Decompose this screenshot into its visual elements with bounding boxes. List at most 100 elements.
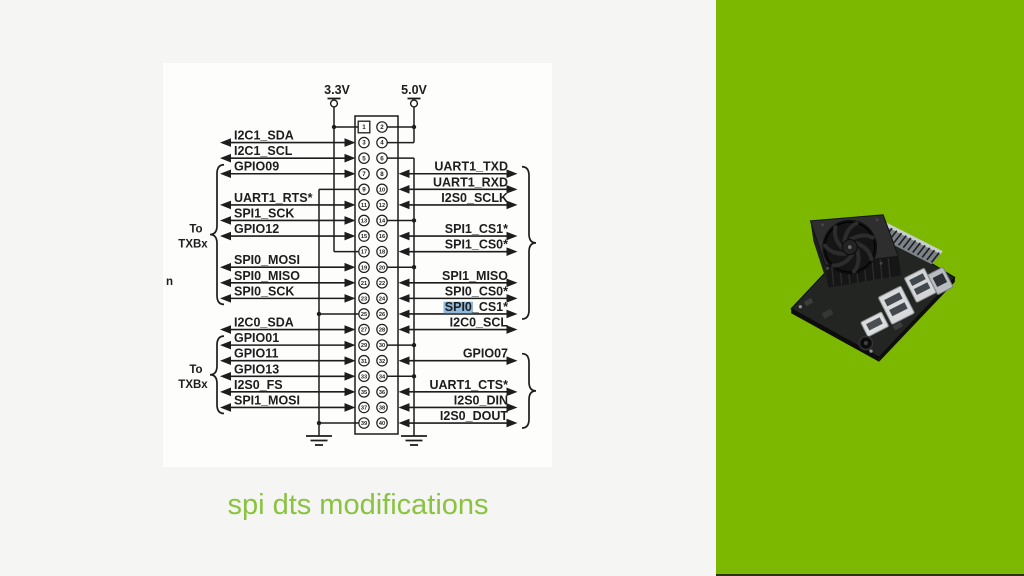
signal-label-left: I2S0_FS	[234, 378, 283, 392]
pin-number: 7	[362, 171, 366, 178]
jetson-board-photo	[790, 214, 956, 362]
brace-label: To	[189, 224, 202, 236]
pin-number: 18	[379, 250, 385, 256]
pin-number: 22	[379, 281, 385, 287]
arrowhead	[220, 262, 231, 272]
fan-blade	[832, 224, 844, 250]
pin-number: 8	[380, 171, 384, 178]
junction-dot	[411, 374, 417, 379]
pin-number: 37	[361, 406, 367, 412]
mounting-hole	[869, 349, 873, 353]
arrowhead	[506, 169, 518, 179]
pin-number: 14	[379, 219, 386, 225]
pin-circle	[376, 199, 388, 211]
arrowhead	[506, 185, 518, 194]
power-label-3v3: 3.3V	[324, 83, 350, 97]
pin-circle	[376, 136, 388, 149]
header-pin	[921, 247, 931, 258]
arrowhead	[220, 200, 231, 210]
pin-number: 5	[362, 155, 366, 162]
pin-circle	[358, 386, 370, 398]
pin-number: 24	[379, 296, 386, 302]
junction-dot	[316, 311, 322, 317]
arrowhead	[220, 356, 231, 365]
arrowhead	[398, 200, 410, 210]
signal-label-right: I2S0_DOUT	[440, 409, 508, 423]
fan-blade	[831, 252, 854, 268]
green-sidebar-panel	[716, 0, 1024, 576]
brace	[521, 352, 537, 429]
pin-circle	[376, 339, 388, 351]
header-pin	[926, 249, 936, 261]
arrowhead	[398, 247, 410, 256]
fan-blade	[842, 221, 859, 244]
signal-label-left: SPI0_MOSI	[234, 253, 300, 267]
usb-port-stack	[878, 285, 915, 325]
pin-circle	[376, 183, 388, 196]
fan-screw	[821, 223, 825, 227]
pin-circle	[358, 183, 370, 196]
pin-number: 26	[379, 312, 385, 318]
pin-number: 3	[362, 140, 366, 147]
pin-circle	[376, 261, 388, 274]
arrowhead	[506, 231, 518, 241]
arrowhead	[506, 247, 518, 256]
brace	[209, 335, 225, 415]
arrowhead	[220, 387, 231, 397]
signal-label-left: GPIO09	[234, 160, 279, 174]
slide-title: spi dts modifications	[227, 489, 489, 521]
pin-number: 38	[379, 406, 385, 412]
power-label-5v0: 5.0V	[401, 83, 427, 97]
signal-label-left: GPIO01	[234, 331, 279, 345]
pcb-side	[791, 308, 880, 362]
signal-label-left: SPI0_SCK	[234, 284, 294, 298]
arrowhead	[506, 325, 518, 334]
pin-number: 35	[361, 390, 367, 396]
pin-number: 39	[361, 421, 367, 427]
arrowhead	[506, 403, 518, 412]
arrowhead	[344, 169, 356, 179]
pin-circle	[358, 261, 370, 274]
pin-number: 2	[380, 124, 384, 131]
pcb-component	[821, 308, 834, 319]
arrowhead	[344, 216, 356, 225]
fan-screw	[879, 261, 883, 265]
arrowhead	[344, 325, 356, 334]
fan-screw	[875, 218, 879, 222]
pin-number: 25	[361, 312, 367, 318]
pin-number: 13	[361, 219, 367, 225]
arrowhead	[220, 340, 231, 350]
stray-cropped-text: n	[166, 276, 173, 288]
text-selection-highlight	[443, 301, 473, 314]
pin-number: 12	[379, 203, 385, 209]
pin-number: 33	[361, 374, 367, 380]
pin-number: 30	[379, 343, 385, 349]
pin-number: 29	[361, 343, 367, 349]
arrowhead	[398, 185, 410, 194]
pin-circle	[376, 245, 388, 258]
arrowhead	[220, 278, 231, 288]
arrowhead	[398, 325, 410, 334]
arrowhead	[344, 371, 356, 381]
arrowhead	[220, 138, 231, 147]
arrowhead	[506, 278, 518, 288]
arrowhead	[398, 231, 410, 241]
signal-label-right: SPI0_CS1*	[445, 300, 508, 314]
pin-circle	[358, 401, 370, 414]
brace	[209, 163, 225, 306]
pcb-component	[892, 321, 904, 331]
arrowhead	[398, 309, 410, 319]
pin-circle	[376, 121, 388, 133]
pin-circle	[376, 386, 388, 398]
pin-circle	[376, 152, 388, 164]
signal-label-left: SPI0_MISO	[234, 269, 300, 283]
signal-label-right: SPI1_CS1*	[445, 222, 508, 236]
arrowhead	[344, 231, 356, 241]
arrowhead	[344, 262, 356, 272]
arrowhead	[398, 403, 410, 412]
pin-number: 6	[380, 155, 384, 162]
pin-circle	[376, 401, 388, 414]
arrowhead	[506, 294, 518, 303]
